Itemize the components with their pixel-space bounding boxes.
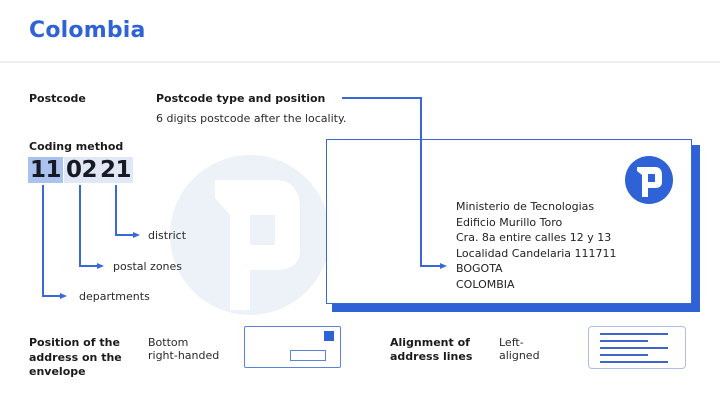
envelope-address-block: Ministerio de Tecnologias Edificio Muril… [456,199,617,292]
district-arrow-icon [133,232,140,238]
align-line-icon [600,347,668,349]
postcode-digits-district: 21 [98,157,134,183]
address-line: Ministerio de Tecnologias [456,200,595,213]
align-line-icon [600,340,648,342]
coding-method-label: Coding method [29,140,124,153]
alignment-value: Left- aligned [499,336,540,362]
address-line: Edificio Murillo Toro [456,215,563,229]
align-line-icon [600,354,648,356]
page-title: Colombia [29,18,146,43]
postal-p-logo-icon [625,156,673,204]
postcode-digits-departments: 11 [28,157,64,183]
address-line: BOGOTA [456,262,503,275]
postcode-type-heading: Postcode type and position [156,92,326,105]
align-line-icon [600,361,668,363]
district-label: district [148,229,187,242]
postcode-position-arrow-icon [440,263,447,269]
departments-connector [42,185,44,297]
departments-connector-h [42,295,62,297]
postcode-digits-postal-zones: 02 [64,157,100,183]
address-position-icon [290,350,326,361]
departments-label: departments [79,290,150,303]
position-label: Position of the address on the envelope [29,336,122,378]
address-line: COLOMBIA [456,277,515,291]
postcode-position-connector-end [420,265,442,267]
alignment-label: Alignment of address lines [390,336,473,363]
postal-zones-connector [79,185,81,266]
position-value: Bottom right-handed [148,336,220,362]
postal-zones-arrow-icon [97,263,104,269]
postal-zones-connector-h [79,265,99,267]
district-connector-h [115,234,135,236]
postcode-type-description: 6 digits postcode after the locality. [156,112,347,125]
address-line: Cra. 8a entire calles 12 y 13 [456,231,612,244]
postcode-label: Postcode [29,92,86,105]
stamp-icon [324,331,334,341]
address-line: Localidad Candelaria 111711 [456,246,617,260]
departments-arrow-icon [60,293,67,299]
postcode-position-connector-v [420,97,422,267]
align-line-icon [600,333,668,335]
district-connector [115,185,117,235]
postal-zones-label: postal zones [113,260,183,273]
header-divider [0,61,720,63]
watermark-p-icon [215,180,300,310]
postcode-position-connector-h [342,97,422,99]
